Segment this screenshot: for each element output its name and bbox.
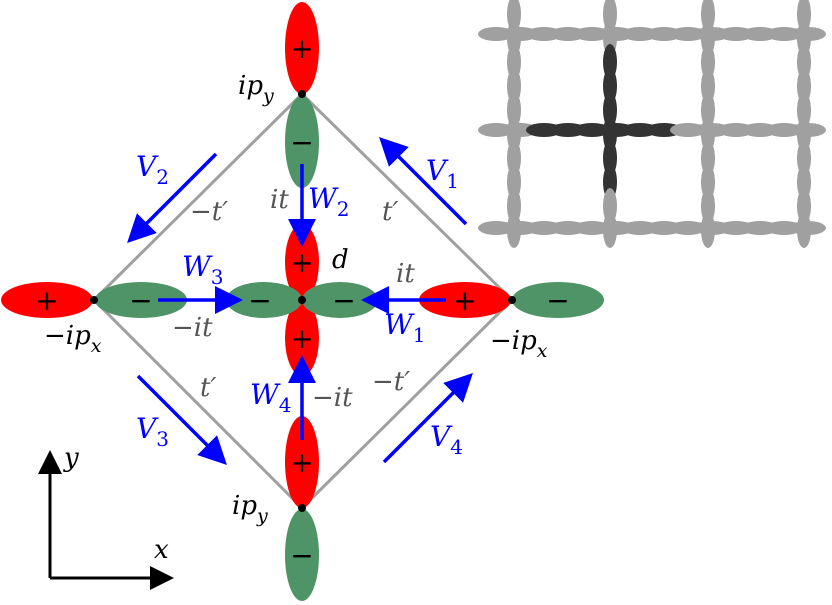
inset-lobe-v: [701, 212, 715, 248]
orbital-top-py: + −: [285, 2, 319, 188]
label-center-d: d: [332, 245, 349, 275]
axis-y-label: y: [63, 443, 79, 473]
lobe-left-negative: [95, 282, 187, 318]
hopping-arrows: [127, 137, 473, 465]
orbital-center-d: + + − −: [226, 224, 378, 376]
bond-bottom-right: [300, 298, 514, 510]
arrow-V3: [136, 374, 227, 465]
lobe-right-positive: [419, 282, 511, 318]
site-top-dot: [298, 90, 306, 98]
label-W2: W2: [308, 182, 350, 221]
coordinate-axes: [38, 450, 174, 590]
lobe-center-left-negative: [226, 282, 302, 318]
lobe-center-right-negative: [302, 282, 378, 318]
hop-minus-t-prime-lower-right: −t′: [372, 367, 410, 397]
sign-left-plus: +: [35, 284, 58, 317]
bond-lines: [92, 92, 514, 510]
bond-top-right: [300, 92, 514, 302]
hop-t-prime-lower-left: t′: [200, 373, 216, 403]
label-top-ipy: ipy: [238, 71, 274, 107]
inset-lobe-v: [507, 212, 521, 248]
sign-right-minus: −: [546, 284, 569, 317]
sign-top-minus: −: [290, 126, 313, 159]
label-V2: V2: [136, 150, 169, 189]
sign-center-down: +: [290, 322, 313, 355]
site-bottom-dot: [298, 504, 306, 512]
hop-it-top: it: [270, 185, 289, 215]
inset-lobe-v: [603, 212, 617, 248]
inset-lattice: [478, 0, 826, 248]
label-W4: W4: [250, 378, 292, 417]
lobe-top-negative: [285, 96, 319, 188]
site-right-dot: [508, 296, 516, 304]
hop-minus-it-bottom: −it: [312, 383, 353, 413]
label-W3: W3: [182, 250, 224, 289]
sign-center-up: +: [290, 246, 313, 279]
arrow-V4: [382, 373, 473, 464]
axis-x-label: x: [154, 535, 169, 565]
hop-it-right: it: [396, 259, 415, 289]
sign-bottom-minus: −: [290, 539, 313, 572]
sign-top-plus: +: [290, 32, 313, 65]
bond-bottom-left: [92, 298, 304, 510]
orbital-bottom-py: + −: [285, 416, 319, 601]
inset-lobe-v: [797, 212, 811, 248]
sign-right-plus: +: [453, 284, 476, 317]
arrow-V2: [127, 152, 218, 243]
label-V4: V4: [430, 420, 463, 459]
lobe-top-positive: [285, 2, 319, 94]
sign-center-right: −: [332, 284, 355, 317]
lobe-left-positive: [1, 282, 93, 318]
site-center-dot: [298, 296, 306, 304]
sign-bottom-plus: +: [290, 446, 313, 479]
lobe-bottom-negative: [285, 509, 319, 601]
hop-t-prime-upper-right: t′: [382, 197, 398, 227]
sign-center-left: −: [248, 284, 271, 317]
lobe-right-negative: [512, 282, 604, 318]
arrow-V1: [379, 137, 468, 226]
bond-top-left: [92, 92, 304, 302]
site-left-dot: [90, 296, 98, 304]
hop-minus-t-prime-upper-left: −t′: [190, 197, 228, 227]
label-W1: W1: [384, 308, 426, 347]
orbital-left-px: + −: [1, 282, 187, 318]
arrow-labels: V1 V2 V3 V4 W1 W2 W3 W4: [136, 150, 463, 459]
label-V3: V3: [136, 412, 169, 451]
label-left-ipx: −ipx: [44, 321, 102, 357]
label-bottom-ipy: ipy: [232, 491, 268, 527]
lobe-bottom-positive: [285, 416, 319, 508]
label-right-ipx: −ipx: [490, 326, 548, 362]
sign-left-minus: −: [129, 284, 152, 317]
orbital-right-px: + −: [419, 282, 604, 318]
hop-minus-it-left: −it: [172, 313, 213, 343]
